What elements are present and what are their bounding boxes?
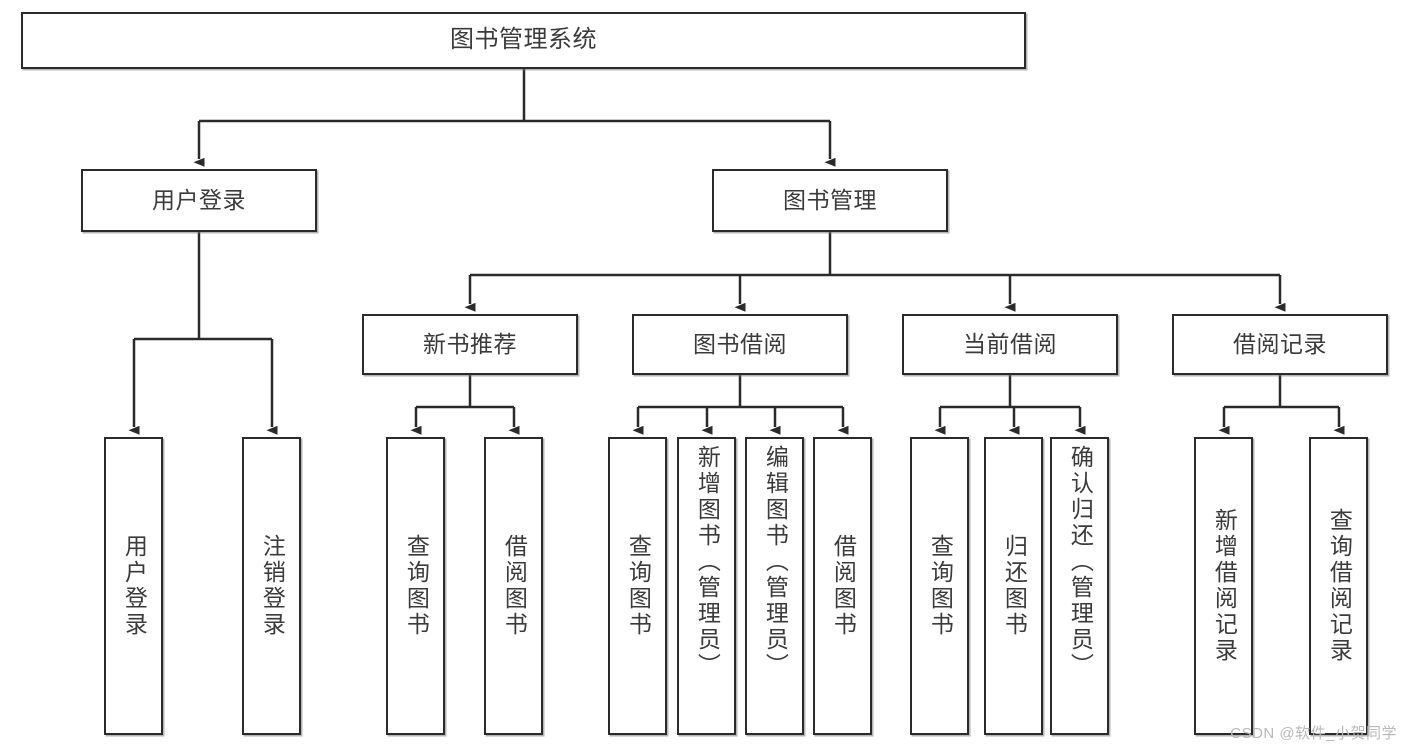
node-bookmgmt[interactable]: 图书管理	[712, 169, 948, 232]
node-n_query[interactable]: 查询图书	[386, 437, 445, 735]
node-r_add[interactable]: 新增借阅记录	[1194, 437, 1253, 735]
node-n_borrow[interactable]: 借阅图书	[484, 437, 543, 735]
watermark-text: CSDN @软件_小贺同学	[1230, 725, 1397, 742]
node-label: 用户登录	[121, 534, 148, 638]
node-borrow[interactable]: 图书借阅	[632, 314, 848, 375]
node-label: 新增借阅记录	[1211, 508, 1238, 664]
node-label: 编辑图书（管理员）	[762, 445, 789, 679]
node-label: 图书管理	[783, 186, 877, 213]
node-label: 查询借阅记录	[1326, 508, 1353, 664]
node-label: 图书借阅	[693, 330, 787, 357]
node-label: 归还图书	[1001, 534, 1028, 638]
node-label: 用户登录	[152, 186, 246, 213]
node-r_query[interactable]: 查询借阅记录	[1309, 437, 1368, 735]
node-c_return[interactable]: 归还图书	[984, 437, 1043, 735]
node-label: 借阅图书	[501, 534, 528, 638]
node-root[interactable]: 图书管理系统	[21, 12, 1026, 69]
node-label: 借阅记录	[1233, 330, 1327, 357]
node-current[interactable]: 当前借阅	[902, 314, 1118, 375]
node-b_query[interactable]: 查询图书	[608, 437, 667, 735]
node-newbook[interactable]: 新书推荐	[362, 314, 578, 375]
node-label: 图书管理系统	[450, 26, 597, 54]
node-label: 当前借阅	[963, 330, 1057, 357]
node-l_login[interactable]: 用户登录	[104, 437, 163, 735]
node-l_logout[interactable]: 注销登录	[242, 437, 301, 735]
node-record[interactable]: 借阅记录	[1172, 314, 1388, 375]
node-b_edit[interactable]: 编辑图书（管理员）	[745, 437, 804, 735]
node-label: 新书推荐	[423, 330, 517, 357]
node-label: 查询图书	[625, 534, 652, 638]
node-label: 查询图书	[403, 534, 430, 638]
node-label: 查询图书	[927, 534, 954, 638]
node-label: 确认归还（管理员）	[1067, 445, 1094, 679]
node-c_query[interactable]: 查询图书	[910, 437, 969, 735]
node-b_lend[interactable]: 借阅图书	[813, 437, 872, 735]
node-label: 借阅图书	[830, 534, 857, 638]
node-label: 新增图书（管理员）	[694, 445, 721, 679]
node-label: 注销登录	[259, 534, 286, 638]
node-b_add[interactable]: 新增图书（管理员）	[677, 437, 736, 735]
node-login[interactable]: 用户登录	[81, 169, 317, 232]
node-c_confirm[interactable]: 确认归还（管理员）	[1050, 437, 1109, 735]
